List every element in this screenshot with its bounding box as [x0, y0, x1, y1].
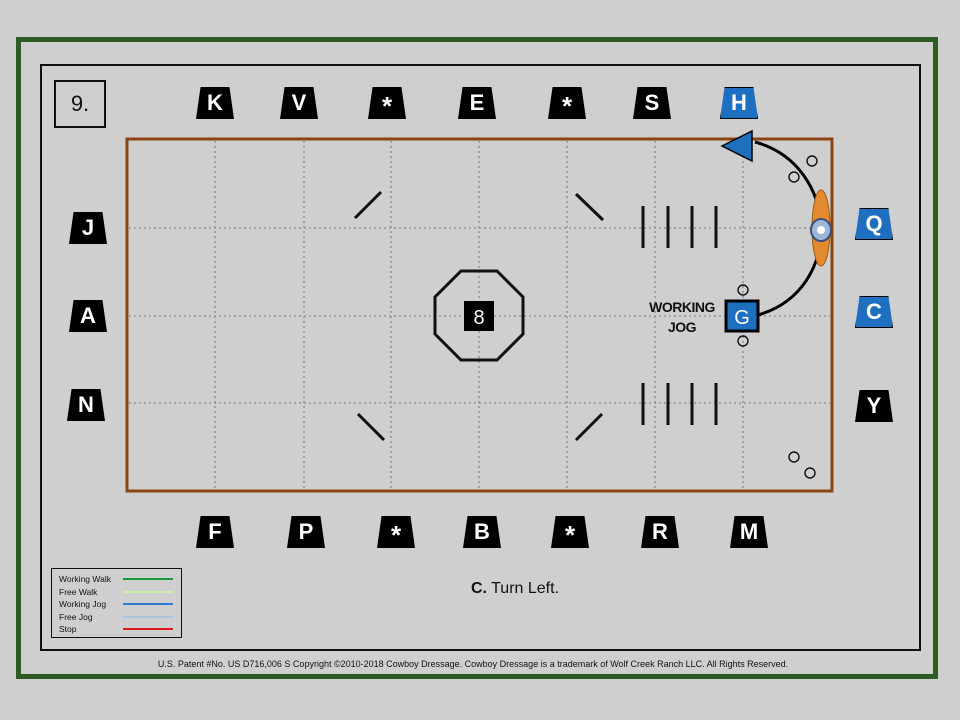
legend-swatch [123, 615, 173, 618]
copyright-notice: U.S. Patent #No. US D716,006 S Copyright… [157, 659, 789, 669]
instruction-text: C. Turn Left. [0, 580, 960, 598]
legend-swatch [123, 628, 173, 631]
legend-swatch [123, 603, 173, 606]
marker-label: A [80, 303, 96, 328]
diagonal-cones [353, 190, 605, 442]
legend-swatch [123, 590, 173, 593]
marker-k: K [196, 87, 234, 119]
marker-label: P [298, 519, 314, 544]
marker-label: * [561, 90, 573, 121]
marker-label: F [208, 519, 222, 544]
cone-circles [737, 155, 818, 479]
instruction-letter: C. [470, 580, 487, 597]
marker-v: V [280, 87, 318, 119]
marker-q: Q [855, 208, 893, 240]
legend-label: Stop [59, 624, 77, 635]
marker-s: S [633, 87, 671, 119]
marker-label: H [731, 90, 747, 115]
legend-label: Working Jog [59, 599, 107, 610]
marker-h: H [720, 87, 758, 119]
marker-label: K [207, 90, 223, 115]
step-number-box: 9. [54, 80, 106, 128]
marker-label: Q [865, 211, 883, 236]
legend-row: Working Jog [59, 598, 181, 611]
marker-n: N [67, 389, 105, 421]
outer-frame [16, 37, 938, 679]
marker-m: M [730, 516, 768, 548]
instruction-body: Turn Left. [486, 580, 560, 597]
horse-icon [810, 189, 832, 267]
arena-border [125, 137, 834, 493]
center-marker-box [464, 301, 494, 331]
legend-label: Free Jog [59, 611, 93, 622]
marker-label: R [652, 519, 668, 544]
marker-b: B [463, 516, 501, 548]
center-octagon [433, 269, 525, 362]
legend-label: Working Walk [59, 574, 111, 585]
marker-star2: * [548, 87, 586, 119]
marker-f: F [196, 516, 234, 548]
marker-e: E [458, 87, 496, 119]
marker-star4: * [551, 516, 589, 548]
gait-label-line2: JOG [668, 319, 697, 335]
marker-label: * [381, 90, 393, 121]
marker-r: R [641, 516, 679, 548]
marker-y: Y [855, 390, 893, 422]
legend-row: Stop [59, 623, 181, 636]
marker-label: Y [866, 393, 882, 418]
direction-arrow-icon [720, 129, 753, 163]
marker-star1: * [368, 87, 406, 119]
marker-j: J [69, 212, 107, 244]
marker-p: P [287, 516, 325, 548]
center-marker-label: 8 [473, 307, 484, 329]
marker-label: V [291, 90, 307, 115]
marker-label: J [81, 215, 95, 240]
step-number: 9. [70, 91, 90, 116]
marker-label: N [78, 392, 94, 417]
marker-c: C [855, 296, 893, 328]
ground-poles [641, 206, 718, 425]
marker-star3: * [377, 516, 415, 548]
marker-label: C [866, 299, 882, 324]
legend-row: Working Walk [59, 573, 181, 586]
marker-label: E [469, 90, 485, 115]
marker-label: B [474, 519, 490, 544]
g-marker-label: G [734, 307, 750, 329]
legend-label: Free Walk [59, 586, 98, 597]
inner-frame [40, 64, 921, 651]
gait-label-line1: WORKING [649, 299, 715, 315]
marker-label: * [390, 519, 402, 550]
marker-label: S [644, 90, 660, 115]
legend-row: Free Jog [59, 611, 181, 624]
marker-a: A [69, 300, 107, 332]
legend-row: Free Walk [59, 586, 181, 599]
marker-label: * [564, 519, 576, 550]
legend-swatch [123, 578, 173, 581]
g-marker-box [724, 299, 760, 333]
marker-label: M [739, 519, 759, 544]
